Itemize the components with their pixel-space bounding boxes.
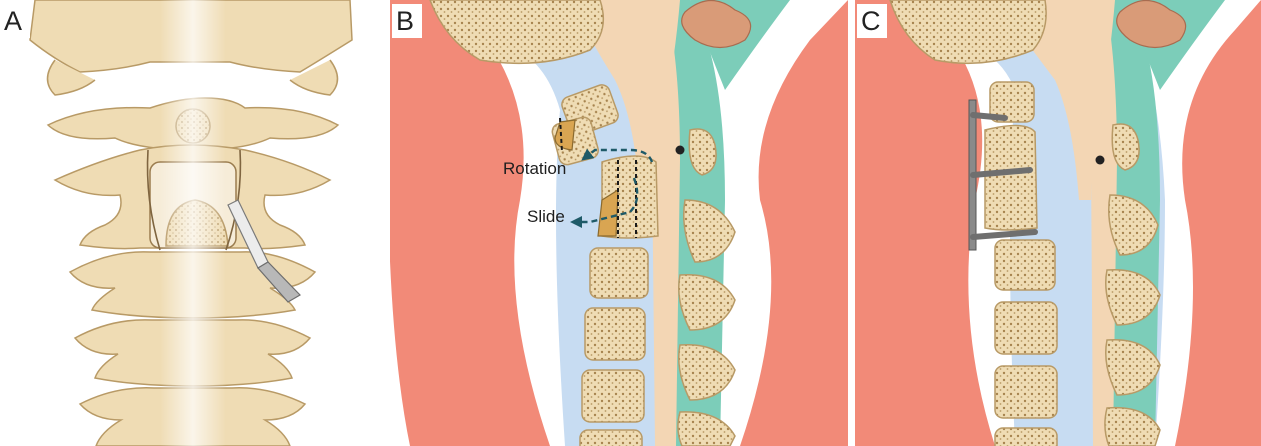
panel-letter-c: C <box>857 4 887 38</box>
panel-letter-a: A <box>0 4 30 38</box>
panel-letter-b: B <box>392 4 422 38</box>
slide-label: Slide <box>527 207 565 227</box>
rotation-label: Rotation <box>503 159 566 179</box>
panel-a-illustration <box>0 0 383 446</box>
panel-b-illustration <box>390 0 848 446</box>
panel-c-illustration <box>855 0 1261 446</box>
